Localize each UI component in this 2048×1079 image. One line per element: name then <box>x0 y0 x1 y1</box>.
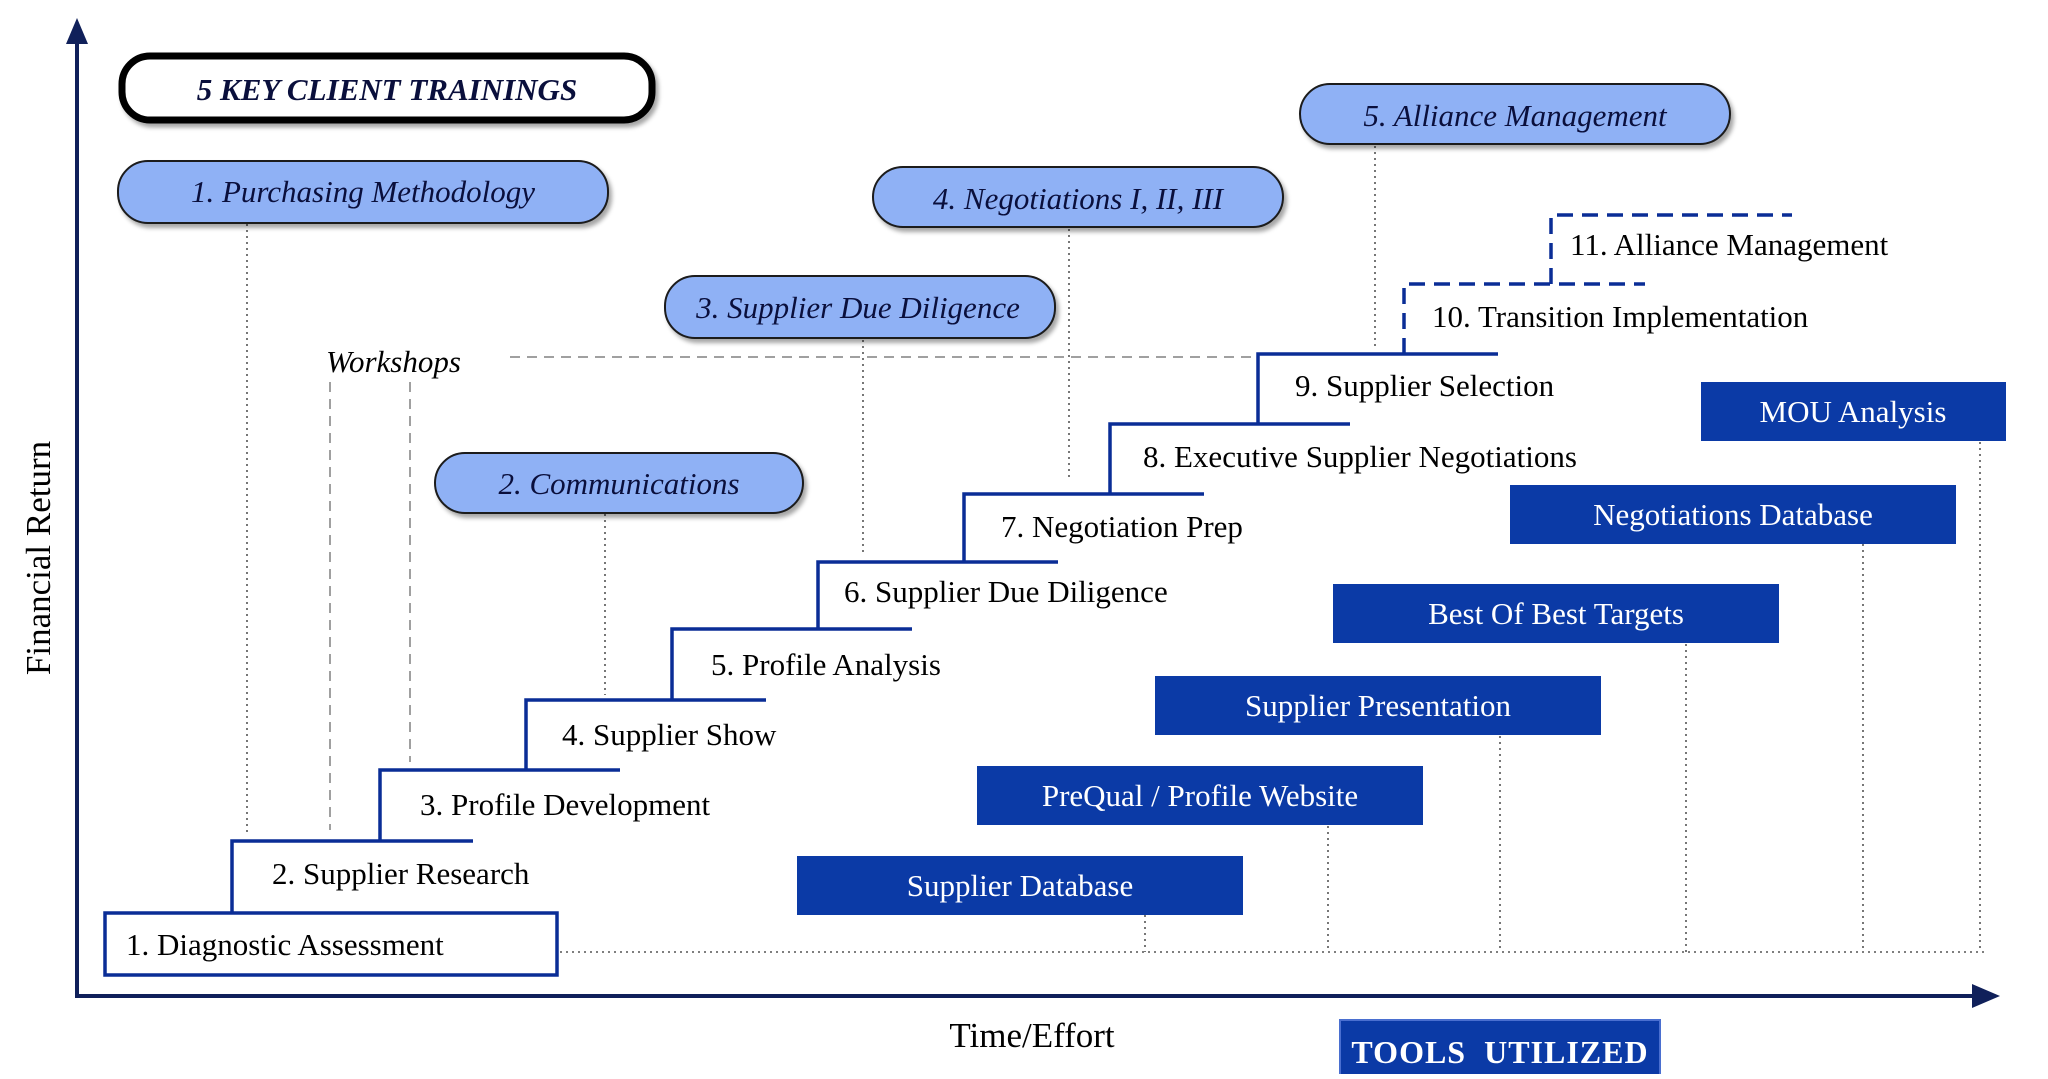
workshops-connectors: Workshops <box>326 344 1255 830</box>
step-line-3 <box>378 768 620 841</box>
tool-label-3: Supplier Presentation <box>1245 688 1512 723</box>
training-connectors <box>246 146 1376 836</box>
tool-label-6: MOU Analysis <box>1760 394 1947 429</box>
step-line-9 <box>1256 352 1498 424</box>
x-axis-label: Time/Effort <box>949 1016 1115 1055</box>
step-11-label: 11. Alliance Management <box>1570 227 1889 262</box>
y-axis-arrowhead <box>66 18 88 44</box>
trainings: 1. Purchasing Methodology 2. Communicati… <box>117 83 1731 514</box>
staircase: 1. Diagnostic Assessment 2. Supplier Res… <box>103 213 1889 977</box>
tools-title-box <box>1339 1019 1661 1079</box>
header-box: 5 KEY CLIENT TRAININGS <box>118 52 656 124</box>
step-line-11 <box>1549 213 1792 284</box>
training-label-3: 3. Supplier Due Diligence <box>695 290 1020 325</box>
training-label-2: 2. Communications <box>498 466 739 501</box>
tool-box-2 <box>977 766 1423 825</box>
tool-box-3 <box>1155 676 1601 735</box>
tools: Supplier Database PreQual / Profile Webs… <box>797 382 2006 1079</box>
header-box-shape <box>118 52 656 124</box>
step-6-label: 6. Supplier Due Diligence <box>844 574 1168 609</box>
step-1-label: 1. Diagnostic Assessment <box>126 927 444 962</box>
training-label-5: 5. Alliance Management <box>1363 98 1668 133</box>
step-4-label: 4. Supplier Show <box>562 717 777 752</box>
step-2-label: 2. Supplier Research <box>272 856 530 891</box>
step-7-label: 7. Negotiation Prep <box>1001 509 1243 544</box>
y-axis-label: Financial Return <box>19 441 58 675</box>
step-line-10 <box>1402 282 1645 354</box>
training-pill-2 <box>434 452 804 514</box>
tool-label-1: Supplier Database <box>907 868 1133 903</box>
training-pill-1 <box>117 160 609 224</box>
header-title: 5 KEY CLIENT TRAININGS <box>197 72 577 107</box>
step-line-8 <box>1108 422 1350 494</box>
step-line-5 <box>670 627 912 700</box>
training-label-1: 1. Purchasing Methodology <box>191 174 535 209</box>
training-pill-4 <box>872 166 1284 228</box>
step-10-label: 10. Transition Implementation <box>1432 299 1809 334</box>
tool-box-6 <box>1701 382 2006 441</box>
step-5-label: 5. Profile Analysis <box>711 647 941 682</box>
tool-label-5: Negotiations Database <box>1593 497 1873 532</box>
step-1-box <box>103 911 559 977</box>
tool-box-5 <box>1510 485 1956 544</box>
training-label-4: 4. Negotiations I, II, III <box>933 181 1225 216</box>
axes: Financial Return Time/Effort <box>19 18 2000 1055</box>
step-3-label: 3. Profile Development <box>420 787 711 822</box>
step-9-label: 9. Supplier Selection <box>1295 368 1555 403</box>
step-8-label: 8. Executive Supplier Negotiations <box>1143 439 1577 474</box>
tool-box-4 <box>1333 584 1779 643</box>
step-line-6 <box>816 560 1058 629</box>
tool-box-1 <box>797 856 1243 915</box>
workshops-label: Workshops <box>326 344 461 379</box>
x-axis-arrowhead <box>1972 984 2000 1008</box>
step-line-7 <box>962 492 1204 562</box>
tool-connectors <box>560 442 1988 953</box>
step-line-4 <box>524 698 766 770</box>
training-pill-3 <box>664 275 1056 339</box>
tool-label-4: Best Of Best Targets <box>1428 596 1684 631</box>
step-line-2 <box>230 839 473 913</box>
tools-title: TOOLS UTILIZED <box>1351 1034 1648 1070</box>
tool-label-2: PreQual / Profile Website <box>1042 778 1358 813</box>
training-pill-5 <box>1299 83 1731 145</box>
